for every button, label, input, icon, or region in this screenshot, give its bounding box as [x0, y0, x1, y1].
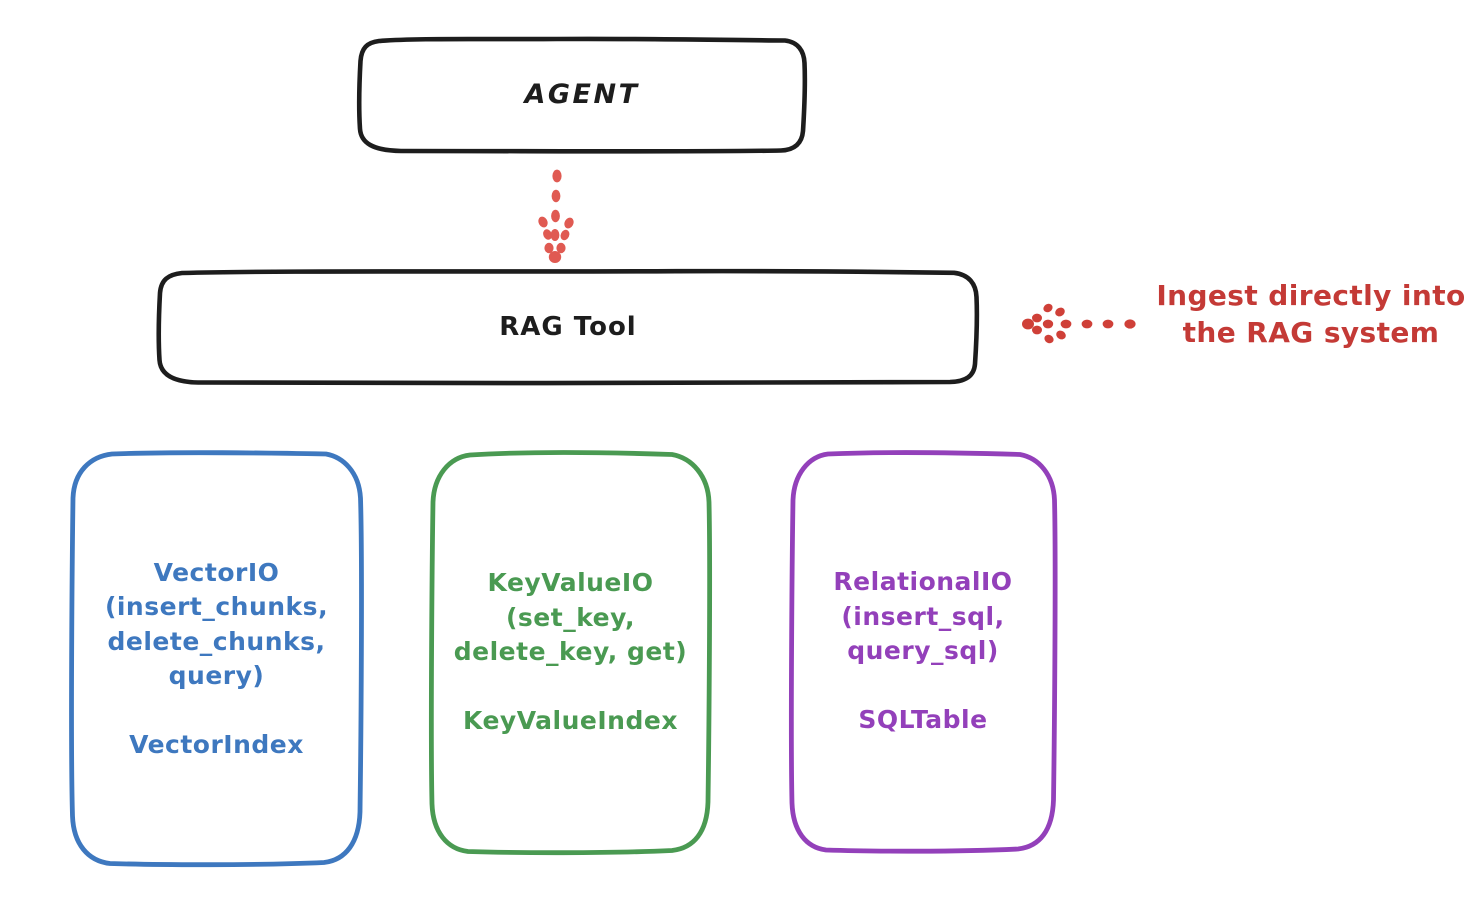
node-key-value-io[interactable]: KeyValueIO (set_key, delete_key, get) Ke…	[428, 450, 713, 856]
annotation-ingest-note: Ingest directly into the RAG system	[1156, 279, 1466, 349]
node-key-value-io-label: KeyValueIO (set_key, delete_key, get) Ke…	[453, 568, 688, 736]
node-agent[interactable]: AGENT	[356, 36, 808, 154]
node-relational-io[interactable]: RelationalIO (insert_sql, query_sql) SQL…	[788, 450, 1058, 854]
node-vector-io[interactable]: VectorIO (insert_chunks, delete_chunks, …	[68, 450, 365, 868]
node-vector-io-label: VectorIO (insert_chunks, delete_chunks, …	[104, 557, 329, 760]
node-agent-label: AGENT	[524, 79, 640, 111]
node-rag-tool-label: RAG Tool	[499, 311, 637, 342]
dotted-arrow-left-icon	[1022, 303, 1136, 344]
dotted-arrow-down-icon	[538, 169, 574, 263]
node-rag-tool[interactable]: RAG Tool	[156, 268, 980, 386]
node-relational-io-label: RelationalIO (insert_sql, query_sql) SQL…	[833, 567, 1013, 735]
